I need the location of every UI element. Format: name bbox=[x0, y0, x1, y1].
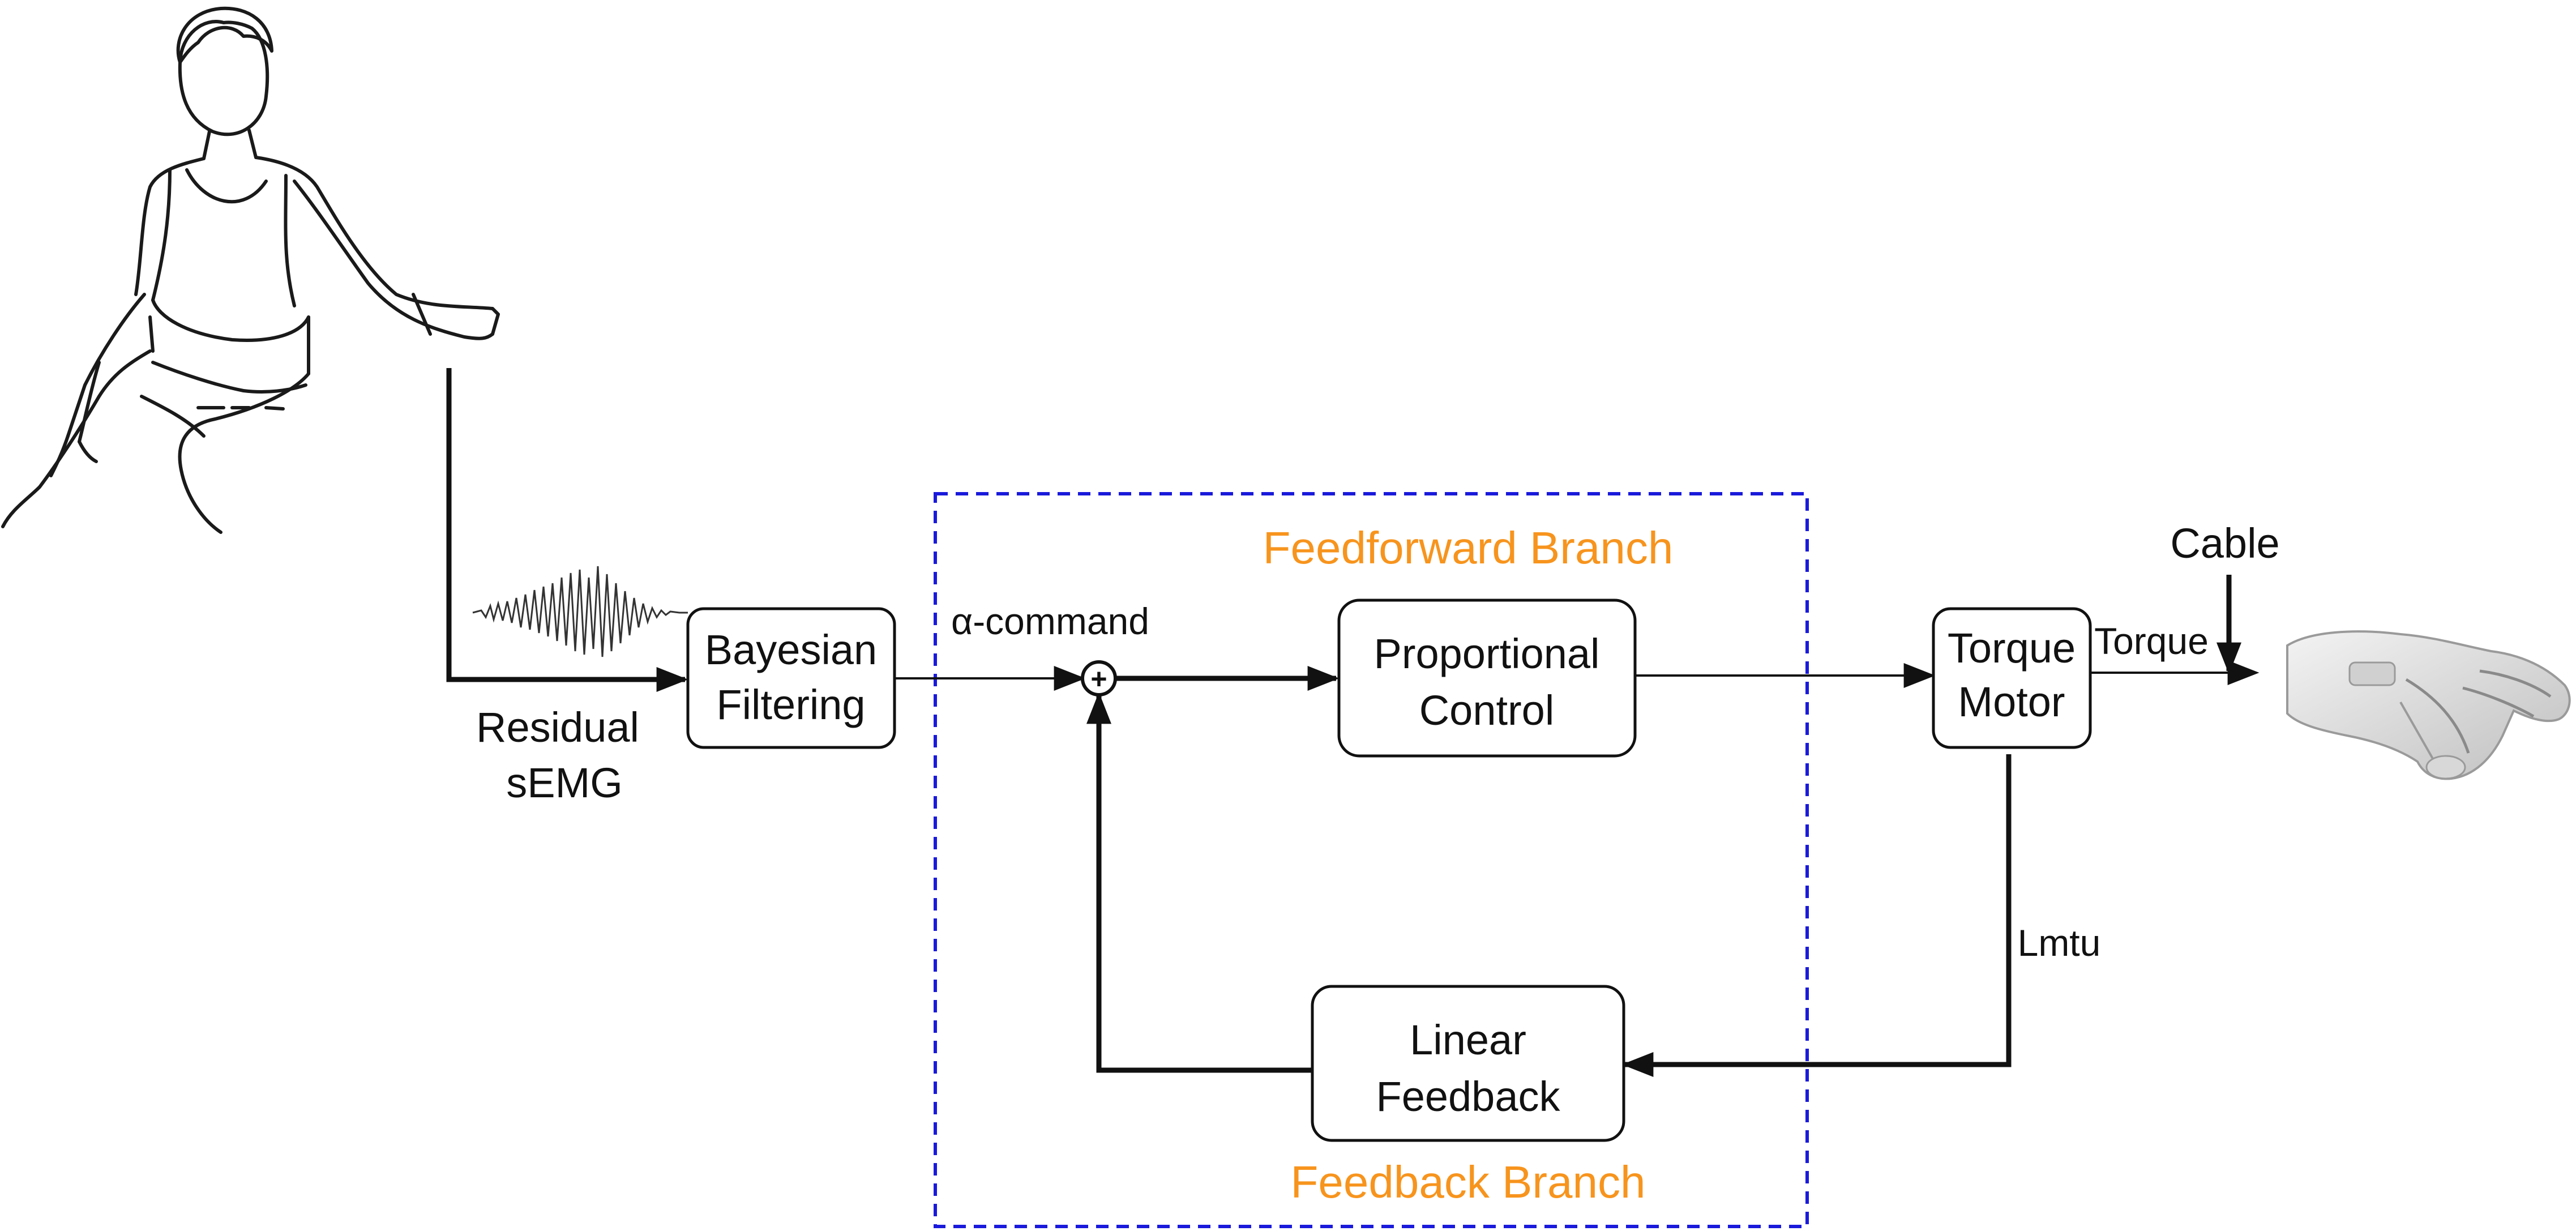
bayesian-filtering-block: Bayesian Filtering bbox=[686, 607, 896, 749]
bayesian-line2: Filtering bbox=[716, 681, 865, 728]
bayesian-line1: Bayesian bbox=[705, 626, 877, 673]
prosthetic-hand-illustration bbox=[2286, 630, 2571, 780]
summing-junction-symbol: + bbox=[1090, 663, 1107, 695]
linear-feedback-line1: Linear bbox=[1410, 1016, 1526, 1063]
proportional-line2: Control bbox=[1419, 687, 1555, 734]
controller-region-border bbox=[934, 492, 1809, 1228]
semg-waveform-illustration bbox=[472, 566, 688, 657]
torque-label: Torque bbox=[2094, 620, 2209, 662]
summing-junction: + bbox=[1081, 660, 1117, 696]
proportional-line1: Proportional bbox=[1373, 630, 1599, 677]
linear-feedback-block: Linear Feedback bbox=[1311, 985, 1625, 1142]
alpha-command-label: α-command bbox=[951, 600, 1149, 642]
signal-lines bbox=[446, 368, 2260, 1077]
lmtu-label: Lmtu bbox=[2018, 922, 2101, 964]
torque-motor-block: Torque Motor bbox=[1932, 607, 2092, 749]
proportional-control-block: Proportional Control bbox=[1337, 599, 1637, 758]
feedback-branch-label: Feedback Branch bbox=[1290, 1157, 1645, 1207]
torque-motor-line1: Torque bbox=[1948, 625, 2076, 672]
human-figure-illustration bbox=[1, 6, 500, 534]
feedforward-branch-label: Feedforward Branch bbox=[1263, 523, 1674, 573]
linear-feedback-line2: Feedback bbox=[1376, 1073, 1561, 1120]
residual-semg-label-line2: sEMG bbox=[506, 759, 623, 806]
residual-semg-label-line1: Residual bbox=[476, 704, 639, 751]
torque-motor-line2: Motor bbox=[1958, 678, 2065, 725]
cable-label: Cable bbox=[2170, 520, 2279, 567]
